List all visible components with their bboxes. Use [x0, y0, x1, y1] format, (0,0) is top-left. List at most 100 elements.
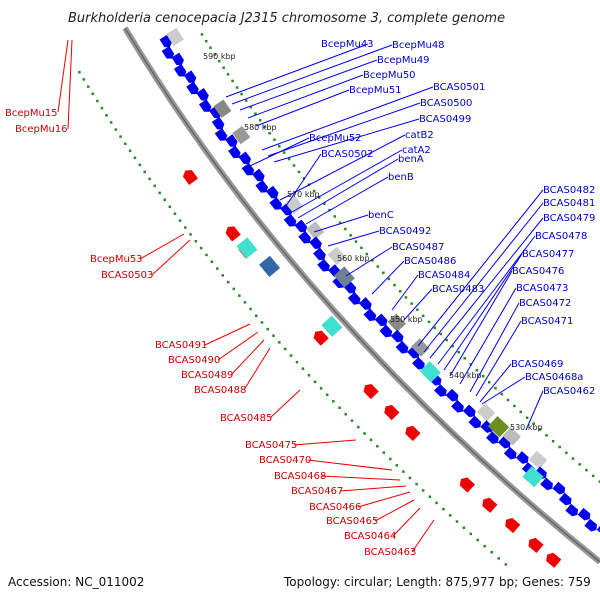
kbp-tick: 540 kbp: [449, 371, 482, 380]
tick-dot-inner: [194, 240, 198, 243]
label-leader-lines: [57, 39, 544, 553]
leader-line: [411, 519, 435, 553]
gene-block-shape: [166, 27, 184, 47]
tick-dot-outer: [551, 439, 555, 443]
leader-line: [391, 274, 419, 311]
tick-dot-outer: [235, 86, 239, 89]
gene-label: BCAS0478: [535, 231, 587, 242]
tick-dot-inner: [91, 92, 95, 96]
gene-block-shape: [387, 313, 406, 333]
tick-dot-outer: [410, 302, 413, 305]
tick-dot-outer: [302, 177, 306, 180]
gene-label: BCAS0472: [519, 298, 571, 309]
gene-block-shape: [321, 315, 343, 337]
accession-text: Accession: NC_011002: [8, 575, 144, 589]
gene-block: [232, 125, 251, 145]
gene-arrow: [565, 503, 578, 517]
tick-dot-outer: [439, 332, 443, 336]
tick-dot-outer: [333, 215, 337, 218]
map-title: Burkholderia cenocepacia J2315 chromosom…: [68, 11, 505, 26]
gene-arrow-shape: [161, 46, 175, 59]
gene-block: [321, 315, 343, 337]
genome-summary-text: Topology: circular; Length: 875,977 bp; …: [283, 575, 591, 589]
leader-line: [151, 239, 191, 276]
gene-arrow: [395, 340, 409, 354]
gene-label: BCAS0477: [522, 249, 574, 260]
leader-line: [255, 89, 350, 127]
gene-arrow-shape: [434, 384, 447, 397]
gene-arrow-shape: [552, 481, 566, 495]
leader-line: [313, 214, 369, 233]
leader-line: [357, 491, 411, 508]
gene-block-shape: [232, 125, 251, 145]
kbp-tick: 590 kbp: [203, 52, 236, 61]
tick-dot-inner: [357, 425, 360, 429]
tick-dot-outer: [433, 326, 437, 330]
leader-line: [285, 153, 322, 207]
gene-arrow-shape: [298, 230, 311, 244]
gene-arrow: [198, 99, 212, 112]
tick-dot-inner: [476, 538, 479, 542]
gene-arrow: [546, 552, 562, 568]
gene-arrow: [298, 230, 311, 244]
feature-glyphs: [159, 27, 600, 568]
gene-arrow: [173, 63, 187, 77]
gene-arrow: [283, 214, 297, 227]
tick-dots: [78, 33, 600, 566]
gene-arrow: [228, 145, 241, 159]
leader-line: [305, 176, 389, 225]
gene-arrow: [482, 497, 498, 513]
gene-arrow-shape: [358, 297, 372, 310]
tick-dot-outer: [297, 170, 301, 174]
tick-dot-inner: [205, 253, 208, 257]
gene-block: [419, 361, 441, 383]
gene-block: [528, 450, 548, 469]
gene-arrow: [225, 134, 238, 147]
tick-dot-inner: [96, 99, 99, 103]
tick-dot-inner: [490, 551, 493, 554]
tick-dot-outer: [376, 265, 380, 268]
gene-arrow: [558, 492, 572, 506]
leader-line: [231, 44, 393, 105]
gene-arrow-shape: [294, 219, 308, 233]
gene-arrow-shape: [173, 63, 187, 77]
leader-line: [225, 43, 369, 98]
gene-arrow: [363, 308, 377, 322]
tick-dot-inner: [114, 128, 118, 131]
gene-arrow-shape: [558, 492, 572, 506]
gene-arrow-shape: [584, 518, 597, 532]
gene-label: benA: [398, 154, 424, 165]
gene-arrow-shape: [313, 330, 329, 346]
tick-dot-outer: [263, 125, 267, 128]
gene-arrow: [225, 226, 241, 242]
gene-arrow: [405, 425, 421, 442]
tick-dot-inner: [266, 327, 269, 331]
gene-arrow-shape: [214, 128, 228, 141]
gene-label: BCAS0482: [543, 185, 595, 196]
gene-arrow-shape: [252, 168, 265, 182]
gene-arrow-shape: [283, 214, 297, 227]
tick-dot-inner: [332, 400, 335, 403]
tick-dot-inner: [442, 507, 445, 511]
tick-dot-inner: [210, 260, 214, 264]
leader-line: [321, 475, 401, 481]
tick-dot-outer: [244, 99, 248, 102]
tick-dot-outer: [488, 380, 491, 384]
gene-arrow: [183, 70, 197, 83]
gene-arrow-shape: [363, 383, 379, 400]
tick-dot-outer: [481, 374, 485, 378]
gene-arrow: [445, 388, 459, 402]
gene-arrow: [584, 518, 597, 532]
gene-arrow-shape: [265, 185, 279, 199]
tick-dot-outer: [475, 368, 479, 372]
gene-block-shape: [327, 246, 346, 266]
gene-arrow-shape: [390, 329, 404, 343]
tick-dot-outer: [287, 157, 291, 161]
kbp-tick: 560 kbp: [337, 254, 370, 263]
gene-arrow: [462, 404, 476, 418]
tick-dot-outer: [338, 221, 342, 224]
tick-dot-outer: [387, 277, 391, 281]
gene-label: BCAS0469: [511, 359, 563, 370]
gene-label: BCAS0467: [291, 486, 343, 497]
